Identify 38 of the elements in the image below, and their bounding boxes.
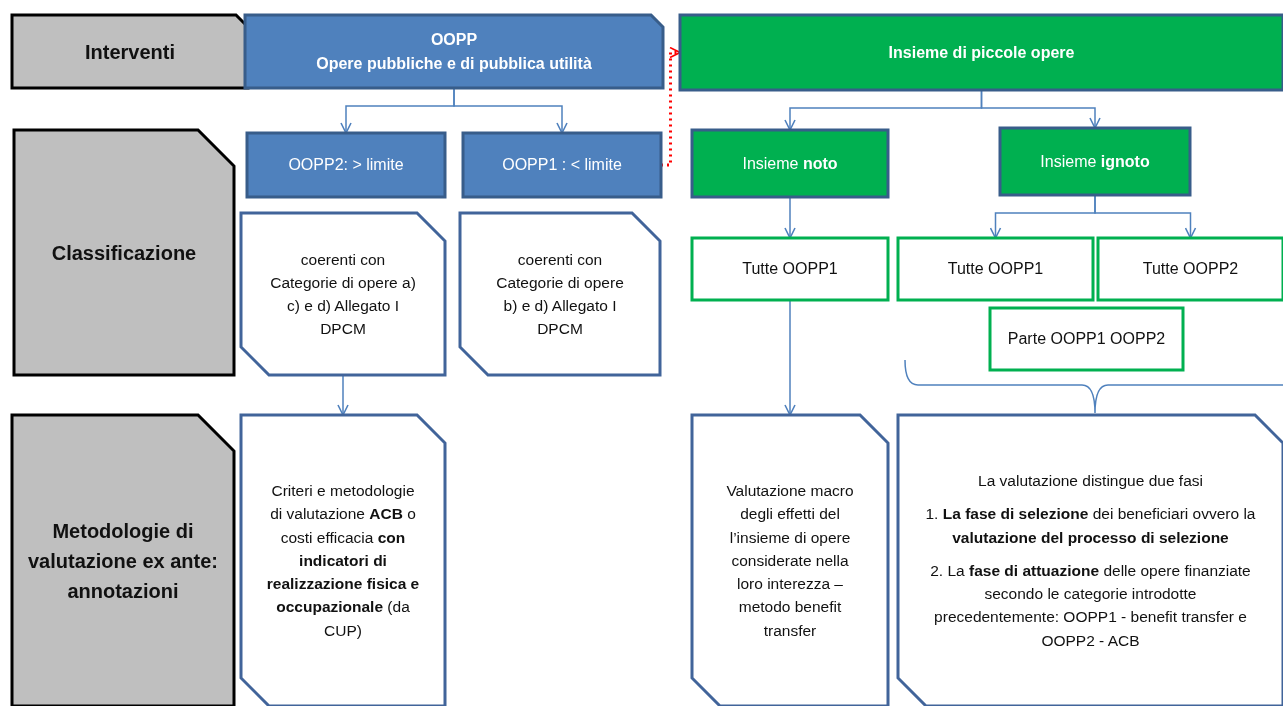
category-box [898, 238, 1093, 300]
category-box [692, 238, 888, 300]
node-text: Tutte OOPP1 [742, 259, 838, 279]
node-text: Classificazione [51, 240, 197, 266]
node-text: Parte OOPP1 OOPP2 [1007, 329, 1166, 349]
process-box [247, 133, 445, 197]
process-box [245, 15, 663, 88]
node-text: Tutte OOPP1 [947, 259, 1044, 279]
node-text: Metodologie di valutazione ex ante: annotazioni [26, 518, 220, 604]
node-text: Opere pubbliche e di pubblica utilità [316, 53, 592, 74]
category-box [990, 308, 1183, 370]
node-text: Insieme ignoto [1040, 151, 1150, 172]
node-text: OOPP2: > limite [288, 155, 404, 175]
note-card [898, 415, 1283, 706]
node-text: coerenti con Categorie di opere b) e d) Allegato I DPCM [495, 249, 625, 340]
node-text: 2. La fase di attuazione delle opere finanziate secondo le categorie introdotte precedentemente: OOPP1 - benefit transfer e OOPP2 - ACB [929, 560, 1252, 651]
node-text: La valutazione distingue due fasi [978, 471, 1203, 492]
node-text: coerenti con Categorie di opere a) c) e d) Allegato I DPCM [269, 249, 417, 340]
node-text: 1. La fase di selezione dei beneficiari ovvero la valutazione del processo di selezione [924, 504, 1257, 548]
node-text: OOPP [430, 29, 478, 50]
node-text: Criteri e metodologie di valutazione ACB o costi efficacia con indicatori di realizzazione fisica e occupazionale (da CUP) [265, 481, 421, 641]
process-box [680, 15, 1283, 90]
node-text: Insieme noto [742, 153, 838, 174]
node-text: Insieme di piccole opere [888, 42, 1075, 63]
node-text: Valutazione macro degli effetti del l’insieme di opere considerate nella loro interezza – metodo benefit transfer [725, 481, 855, 641]
note-card [241, 415, 445, 706]
node-text: Tutte OOPP2 [1142, 259, 1239, 279]
row-label-tab [12, 415, 234, 706]
note-card [692, 415, 888, 706]
node-text: OOPP1 : < limite [502, 155, 622, 175]
node-text: Interventi [85, 39, 175, 65]
row-label-tab [14, 130, 234, 375]
note-card [460, 213, 660, 375]
process-box [692, 130, 888, 197]
note-card [241, 213, 445, 375]
category-box [1098, 238, 1283, 300]
process-box [1000, 128, 1190, 195]
process-box [463, 133, 661, 197]
